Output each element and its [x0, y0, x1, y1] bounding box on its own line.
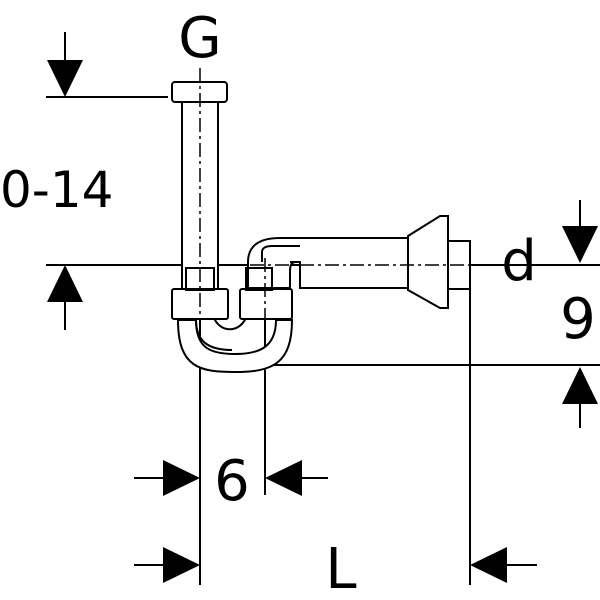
- arrow-up-icon: [562, 367, 598, 404]
- arrow-left-icon: [470, 547, 507, 583]
- label-pipe-spacing: 6: [214, 449, 250, 514]
- label-outlet-diameter: d: [501, 229, 537, 294]
- arrow-up-icon: [47, 265, 83, 302]
- label-trap-offset: 9: [560, 287, 596, 352]
- label-connection-thread: G: [178, 6, 221, 71]
- label-length: L: [325, 537, 356, 600]
- arrow-down-icon: [562, 226, 598, 263]
- dimension-arrows: [47, 60, 598, 583]
- center-lines: [199, 68, 500, 335]
- arrow-right-icon: [163, 460, 200, 496]
- arrow-down-icon: [47, 60, 83, 97]
- siphon-body: [171, 81, 471, 374]
- label-height-range: 0-14: [0, 161, 113, 219]
- arrow-left-icon: [265, 460, 302, 496]
- dimension-lines: [46, 32, 600, 585]
- arrow-right-icon: [163, 547, 200, 583]
